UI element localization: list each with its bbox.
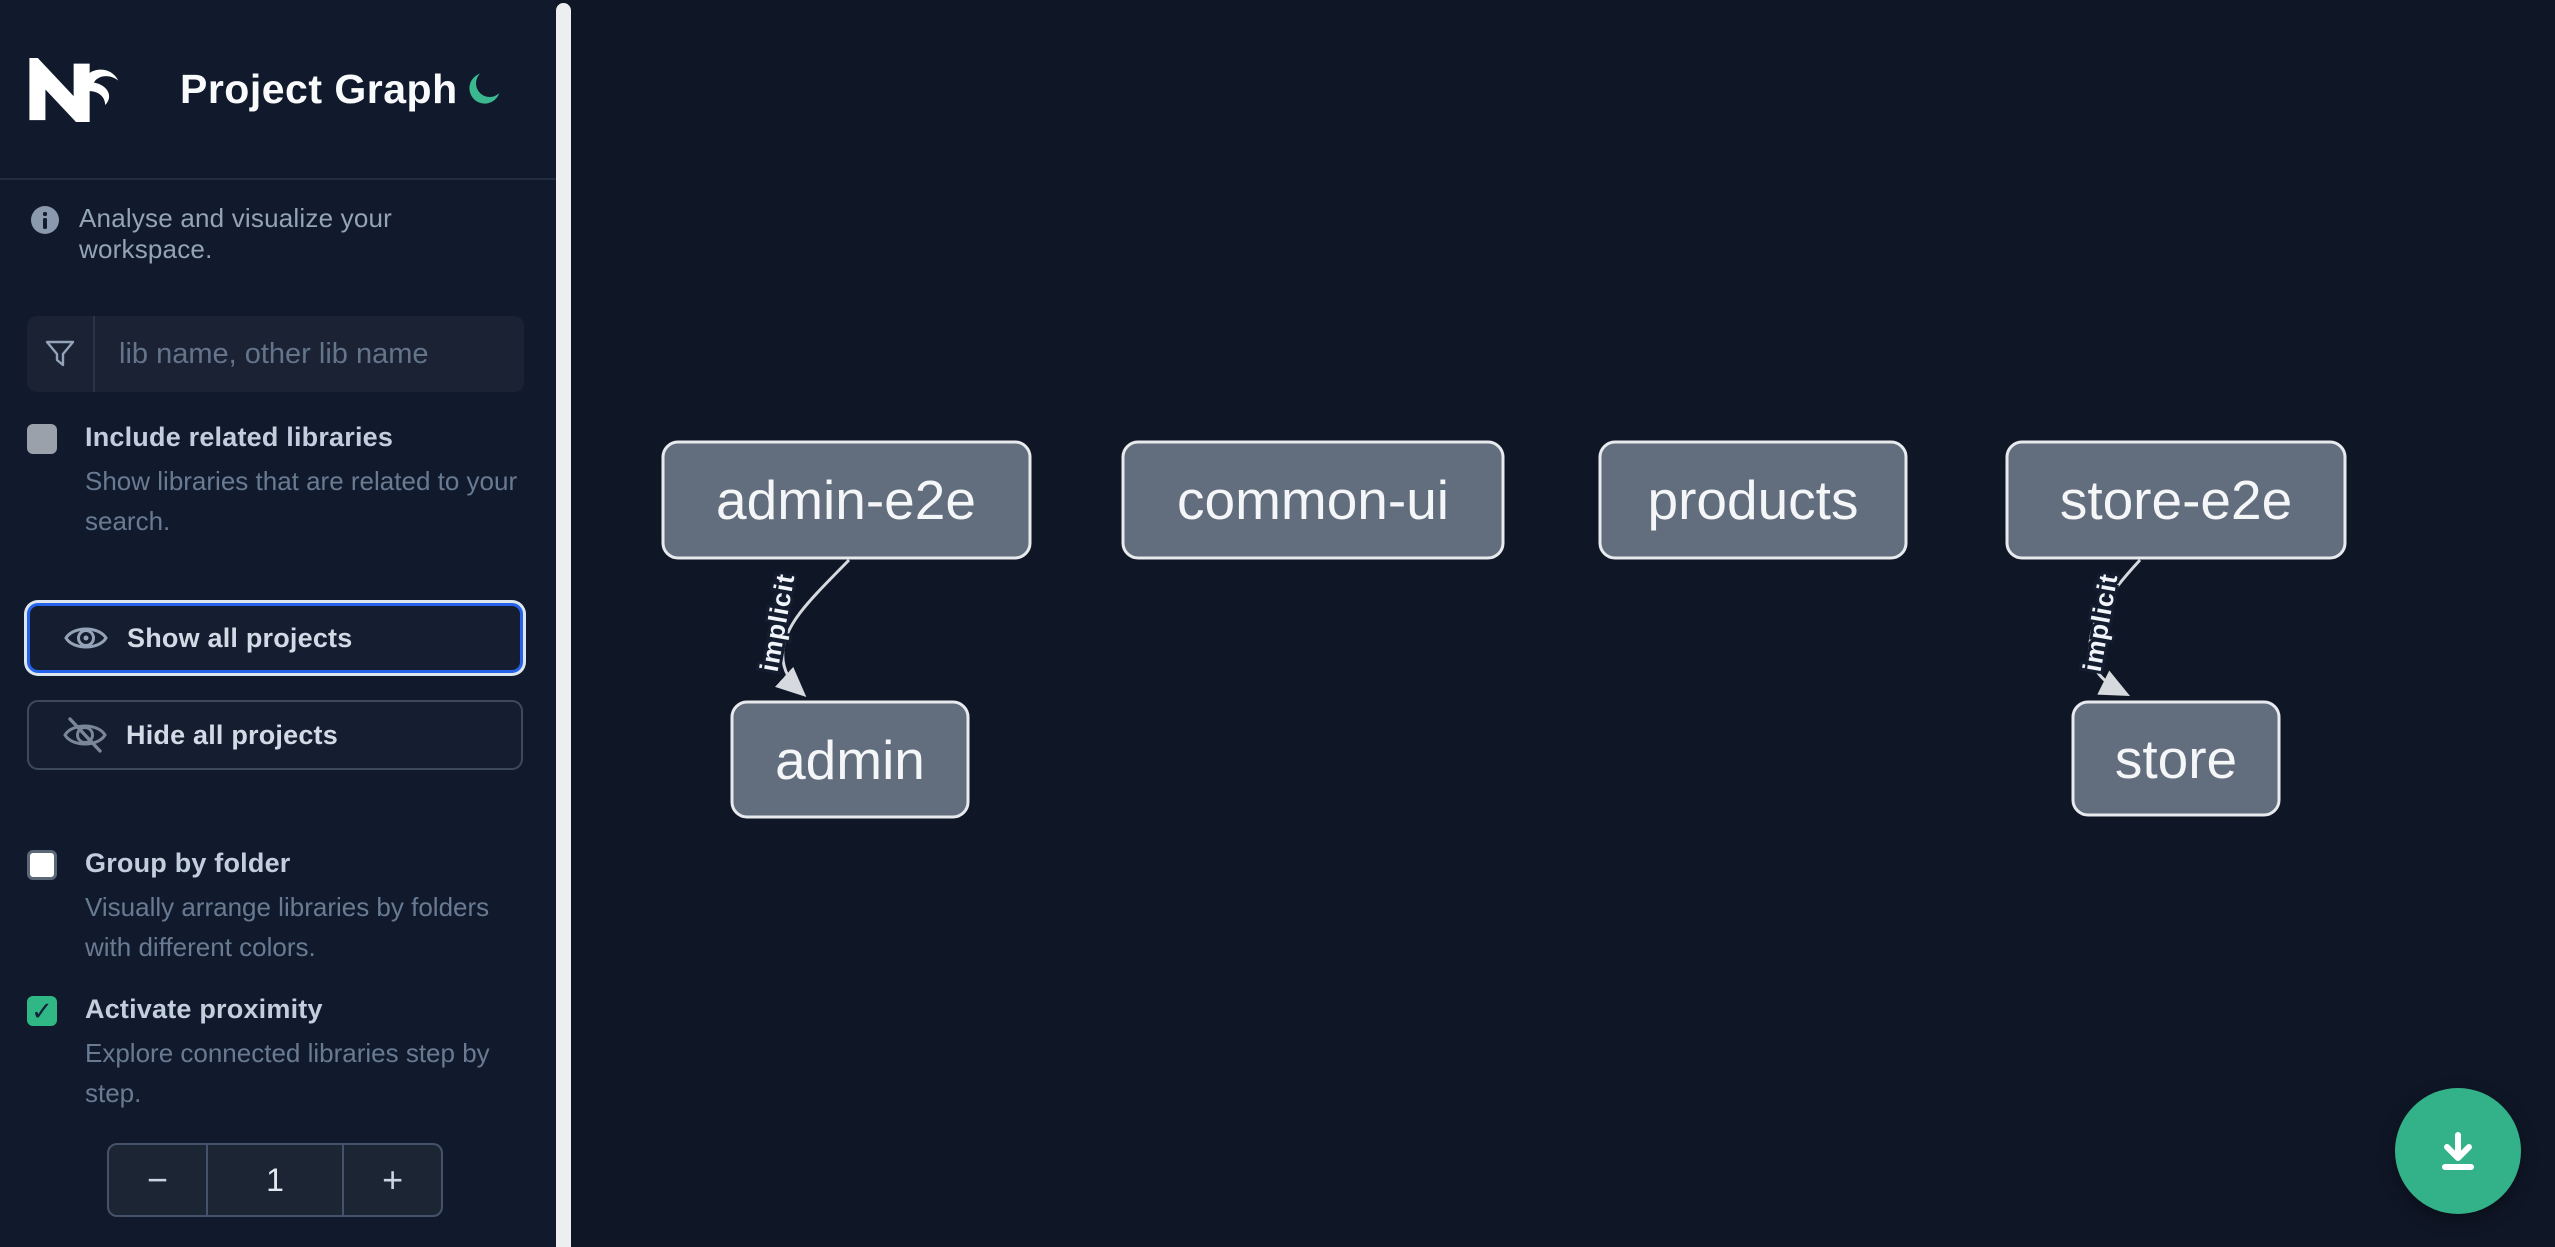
include-related-option: Include related libraries Show libraries…: [27, 422, 527, 541]
filter-icon-cell: [27, 316, 95, 392]
decrement-button[interactable]: −: [109, 1145, 206, 1215]
nx-logo-icon: [29, 58, 119, 122]
increment-button[interactable]: +: [344, 1145, 441, 1215]
group-by-folder-description: Visually arrange libraries by folders wi…: [85, 892, 490, 962]
theme-toggle-button[interactable]: [460, 68, 508, 112]
node-label: common-ui: [1177, 469, 1449, 531]
eye-icon: [63, 618, 109, 658]
activate-proximity-label: Activate proximity: [85, 994, 323, 1024]
hide-all-projects-button[interactable]: Hide all projects: [27, 700, 523, 770]
header-divider: [0, 178, 556, 180]
sidebar-scrollbar[interactable]: [556, 3, 571, 1247]
show-all-projects-label: Show all projects: [127, 622, 353, 653]
eye-slash-icon: [62, 715, 108, 755]
info-icon: [31, 206, 59, 234]
edge-store-e2e-store[interactable]: implicit: [2074, 558, 2142, 697]
filter-funnel-icon: [45, 340, 75, 367]
project-graph-svg: implicit implicit admin-e2e common-ui pr…: [661, 440, 2347, 819]
include-related-description: Show libraries that are related to your …: [85, 466, 518, 536]
edge-admin-e2e-admin[interactable]: implicit: [751, 558, 851, 698]
check-icon: ✓: [31, 996, 53, 1026]
moon-icon: [469, 73, 500, 104]
download-icon: [2442, 1132, 2474, 1170]
page-title: Project Graph: [180, 66, 458, 112]
search-box: [27, 316, 524, 392]
node-label: admin-e2e: [716, 469, 976, 531]
download-graph-button[interactable]: [2395, 1088, 2521, 1214]
proximity-depth-value: 1: [205, 1145, 345, 1215]
node-label: products: [1648, 469, 1859, 531]
node-products[interactable]: products: [1598, 440, 1908, 560]
intro-hint: Analyse and visualize your workspace.: [30, 203, 530, 265]
graph-canvas[interactable]: implicit implicit admin-e2e common-ui pr…: [571, 0, 2555, 1247]
group-by-folder-label: Group by folder: [85, 848, 291, 878]
node-label: store-e2e: [2060, 469, 2292, 531]
include-related-label: Include related libraries: [85, 422, 394, 452]
activate-proximity-description: Explore connected libraries step by step…: [85, 1038, 490, 1108]
group-by-folder-checkbox[interactable]: [27, 850, 57, 880]
search-input[interactable]: [95, 316, 524, 392]
node-admin[interactable]: admin: [730, 700, 970, 819]
node-store-e2e[interactable]: store-e2e: [2005, 440, 2347, 560]
hide-all-projects-label: Hide all projects: [126, 719, 338, 750]
sidebar-header: Project Graph: [0, 0, 556, 178]
sidebar: Project Graph Analyse and visualize your…: [0, 0, 556, 1247]
proximity-depth-stepper: − 1 +: [107, 1143, 443, 1217]
node-common-ui[interactable]: common-ui: [1121, 440, 1505, 560]
activate-proximity-checkbox[interactable]: ✓: [27, 996, 57, 1026]
show-all-projects-button[interactable]: Show all projects: [27, 603, 523, 673]
node-admin-e2e[interactable]: admin-e2e: [661, 440, 1032, 560]
node-store[interactable]: store: [2071, 700, 2281, 817]
group-by-folder-option: Group by folder Visually arrange librari…: [27, 848, 527, 967]
intro-text: Analyse and visualize your workspace.: [79, 203, 393, 264]
edge-label: implicit: [2077, 571, 2124, 674]
node-label: admin: [775, 729, 925, 791]
activate-proximity-option: ✓ Activate proximity Explore connected l…: [27, 994, 527, 1113]
include-related-checkbox[interactable]: [27, 424, 57, 454]
node-label: store: [2115, 728, 2237, 790]
